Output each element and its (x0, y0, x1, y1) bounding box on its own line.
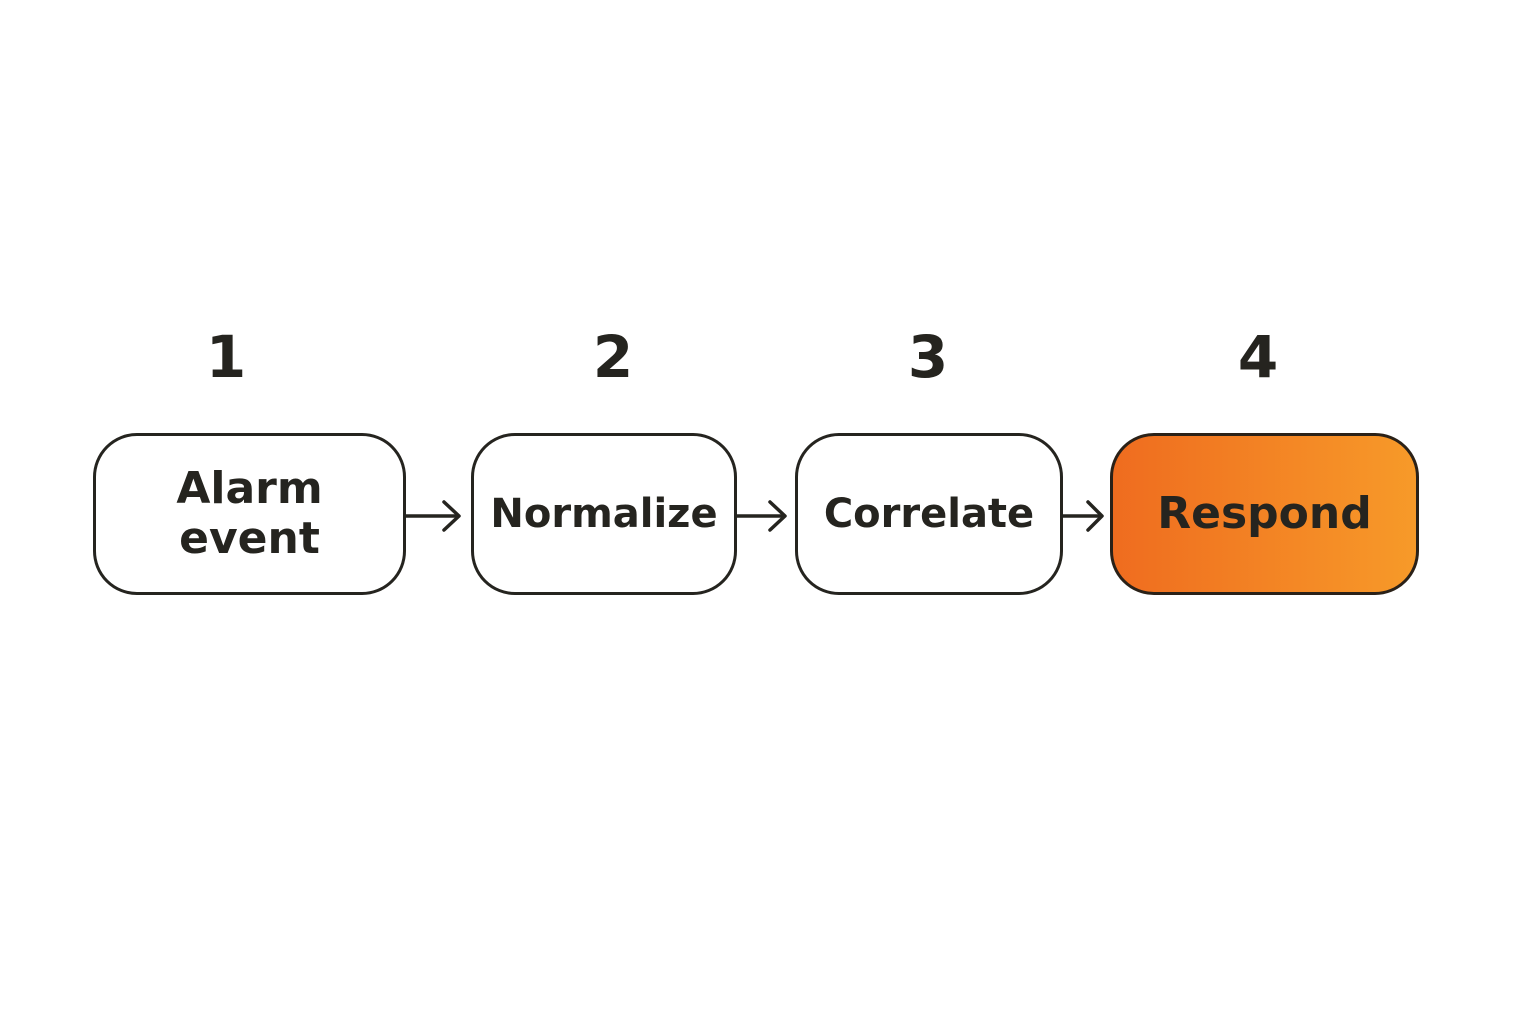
arrow-right-icon (1061, 496, 1107, 536)
step-box-alarm-event: Alarm event (93, 433, 406, 595)
step-number-3: 3 (907, 323, 949, 391)
step-box-respond: Respond (1110, 433, 1419, 595)
step-label-correlate: Correlate (823, 491, 1035, 537)
step-box-normalize: Normalize (471, 433, 737, 595)
step-label-respond: Respond (1157, 488, 1372, 539)
step-box-correlate: Correlate (795, 433, 1063, 595)
step-label-alarm-event: Alarm event (176, 463, 323, 564)
step-label-normalize: Normalize (490, 491, 718, 537)
arrow-right-icon (404, 496, 464, 536)
step-number-1: 1 (205, 323, 247, 391)
step-number-2: 2 (592, 323, 634, 391)
step-number-4: 4 (1237, 323, 1279, 391)
arrow-right-icon (735, 496, 790, 536)
